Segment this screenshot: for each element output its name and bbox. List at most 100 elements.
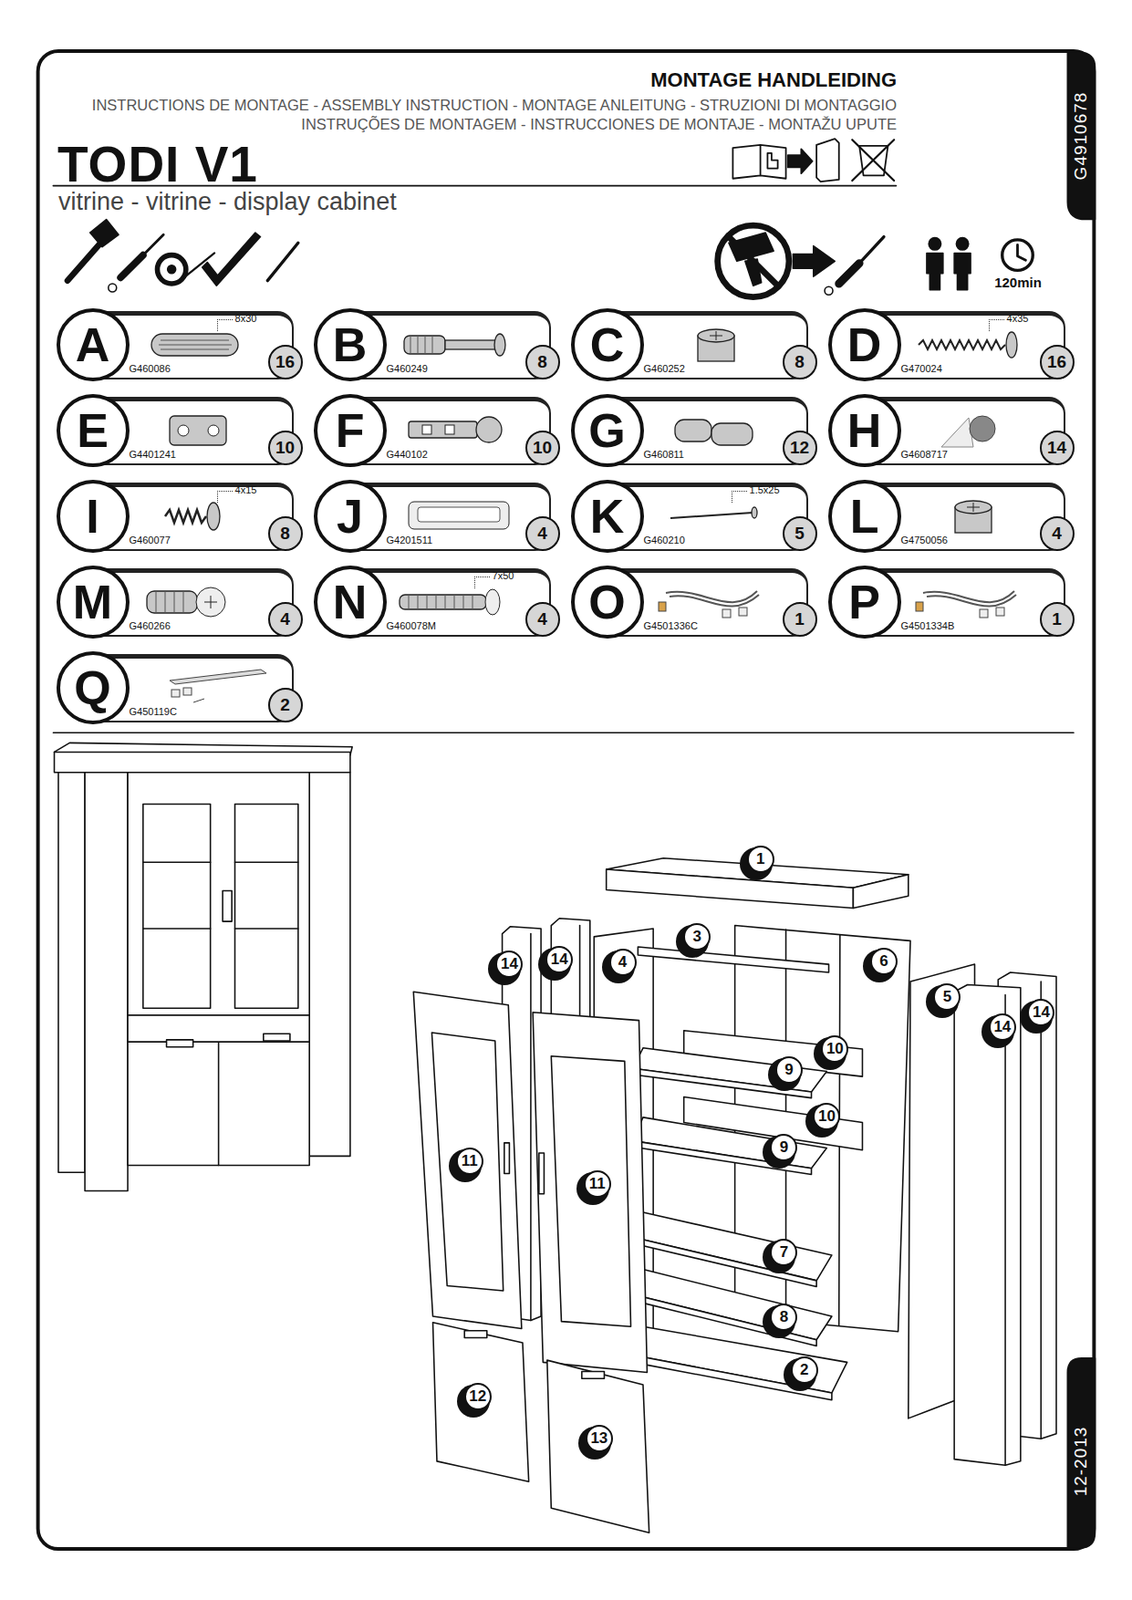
- part-illustration: [390, 324, 528, 365]
- drawing-shape: [67, 238, 104, 281]
- part-count-circle: 4: [525, 602, 561, 637]
- drawing-shape: [839, 263, 860, 284]
- drawing-shape: [1002, 239, 1034, 271]
- callout-number: 12: [464, 1382, 492, 1411]
- exploded-view: [413, 858, 1057, 1533]
- tool-icons: [67, 219, 1033, 298]
- drawing-shape: [143, 803, 211, 1008]
- drawing-shape: [851, 139, 894, 181]
- part-illustration: [904, 496, 1042, 537]
- part-letter: K: [574, 483, 641, 550]
- duration-text: 120min: [994, 275, 1042, 291]
- part-illustration: [647, 410, 785, 451]
- part-count-circle: 8: [268, 516, 303, 551]
- part-box: K5G4602101.5x25: [571, 479, 820, 553]
- dimension-text: 4x15: [235, 484, 258, 496]
- callout-number: 14: [988, 1013, 1017, 1041]
- part-code: G4608717: [901, 448, 948, 460]
- drawing-shape: [464, 1330, 488, 1339]
- drawing-shape: [38, 51, 1095, 1549]
- part-letter-circle: M: [56, 565, 130, 639]
- drawing-shape: [637, 946, 829, 973]
- dimension-leader: [731, 490, 748, 503]
- part-illustration: [390, 496, 528, 537]
- part-box: B8G460249: [313, 308, 562, 382]
- manual-icons: [732, 138, 894, 182]
- document-code: G4910678: [1071, 92, 1091, 181]
- part-letter: O: [574, 569, 641, 635]
- part-code: G4401241: [129, 448, 177, 460]
- part-letter-circle: C: [571, 308, 644, 382]
- part-count: 10: [270, 432, 302, 464]
- header-text: INSTRUCTIONS DE MONTAGE - ASSEMBLY INSTR…: [92, 96, 897, 114]
- callout-number: 8: [769, 1303, 798, 1331]
- drawing-shape: [167, 265, 177, 274]
- drawing-shape: [54, 751, 351, 772]
- drawing-shape: [235, 927, 299, 930]
- part-count-circle: 2: [268, 687, 303, 723]
- part-letter: G: [574, 397, 641, 464]
- part-letter-circle: I: [56, 479, 130, 553]
- part-letter-circle: G: [571, 394, 644, 468]
- part-count: 12: [784, 432, 816, 464]
- part-count-circle: 4: [1039, 516, 1075, 551]
- part-box: A16G4600868x30: [56, 308, 305, 382]
- part-count-circle: 10: [268, 430, 303, 466]
- part-letter-circle: Q: [56, 651, 130, 725]
- part-illustration: [904, 324, 1042, 365]
- part-code: G4201511: [386, 534, 434, 546]
- drawing-shape: [529, 934, 532, 1321]
- part-count-circle: 10: [525, 430, 561, 466]
- part-box: D16G4700244x35: [828, 308, 1077, 382]
- part-code: G460266: [129, 620, 171, 632]
- part-count-circle: 1: [782, 602, 818, 637]
- drawing-shape: [166, 1039, 194, 1048]
- part-code: G460086: [129, 363, 171, 374]
- part-letter-circle: N: [313, 565, 387, 639]
- part-count: 4: [527, 603, 559, 635]
- drawing-shape: [84, 772, 128, 1192]
- part-letter: A: [60, 311, 126, 378]
- page-frame: [38, 51, 1096, 1549]
- part-letter-circle: O: [571, 565, 644, 639]
- drawing-shape: [1067, 51, 1095, 219]
- drawing-shape: [202, 232, 261, 286]
- callout-number: 14: [545, 945, 573, 974]
- callout-number: 11: [583, 1170, 612, 1198]
- part-box: Q2G450119C: [56, 651, 305, 725]
- part-box: E 10G4401241: [56, 394, 305, 468]
- dimension-text: 7x50: [492, 570, 515, 582]
- callout-number: 4: [609, 948, 637, 977]
- dimension-text: 1.5x25: [749, 484, 780, 496]
- drawing-shape: [127, 772, 310, 1166]
- part-count: 16: [1041, 346, 1073, 378]
- part-count: 8: [270, 518, 302, 550]
- drawing-shape: [90, 219, 119, 248]
- drawing-shape: [222, 891, 232, 923]
- drawing-shape: [156, 255, 186, 284]
- dimension-leader: [988, 319, 1005, 332]
- part-letter: C: [574, 311, 641, 378]
- drawing-shape: [143, 861, 211, 863]
- part-box: F10G440102: [313, 394, 562, 468]
- drawing-shape: [143, 234, 164, 255]
- part-code: G460078M: [386, 620, 437, 632]
- part-count-circle: 14: [1039, 430, 1075, 466]
- part-box: C8G460252: [571, 308, 820, 382]
- drawing-shape: [717, 225, 790, 297]
- drawing-shape: [433, 1322, 530, 1483]
- part-count-circle: 8: [782, 344, 818, 380]
- drawing-shape: [235, 803, 299, 1008]
- drawing-shape: [852, 874, 908, 909]
- drawing-shape: [431, 1032, 503, 1291]
- part-letter: E: [60, 397, 126, 464]
- part-illustration: [904, 581, 1042, 623]
- callout-number: 6: [870, 947, 898, 976]
- part-letter-circle: B: [313, 308, 387, 382]
- part-box: M4G460266: [56, 565, 305, 639]
- drawing-shape: [504, 1142, 510, 1174]
- part-code: G470024: [901, 363, 943, 374]
- drawing-shape: [767, 153, 778, 169]
